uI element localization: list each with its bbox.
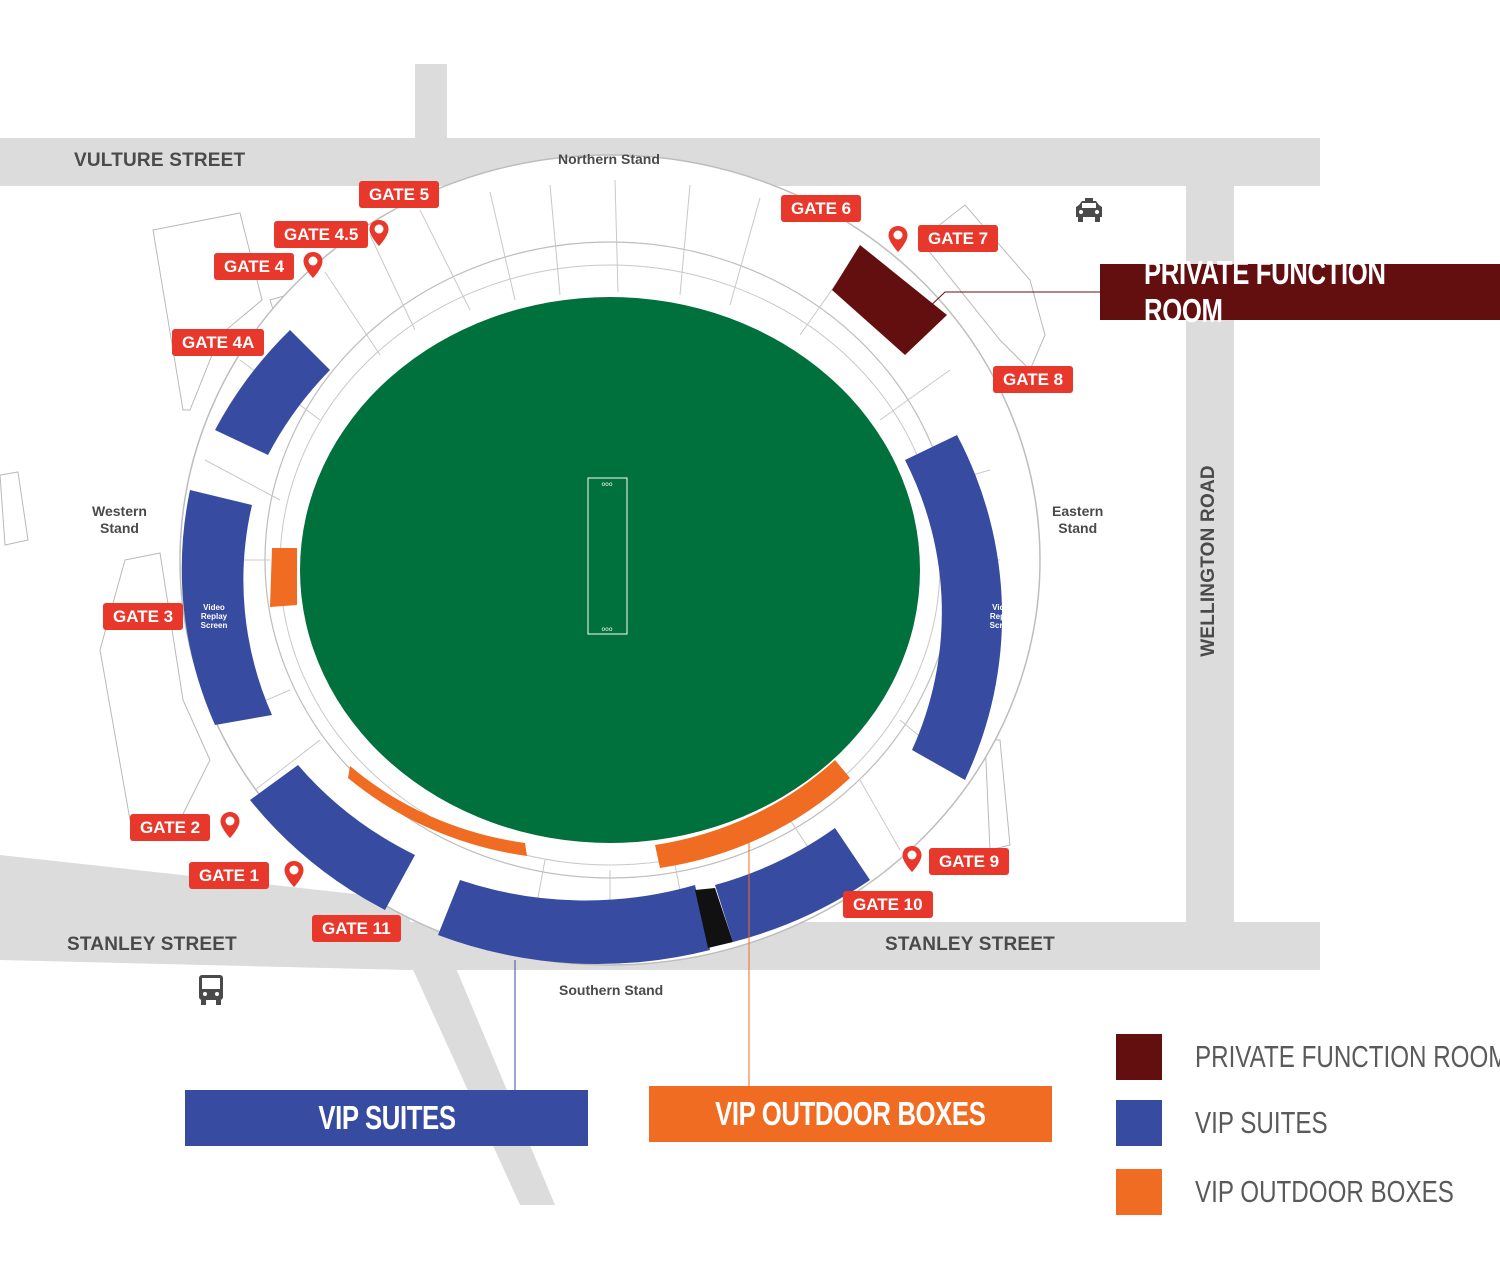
map-pin-icon — [888, 226, 908, 252]
legend-item-private-function-room: PRIVATE FUNCTION ROOM — [1116, 1034, 1500, 1080]
street-label-stanley-east: STANLEY STREET — [885, 934, 1055, 955]
gate-4a-label[interactable]: GATE 4A — [172, 329, 265, 356]
north-side-road — [415, 64, 447, 144]
map-pin-icon — [902, 846, 922, 872]
gate-4-label[interactable]: GATE 4 — [214, 253, 295, 280]
vip-suite-east — [905, 435, 1003, 780]
callout-vip-outdoor-boxes-text: VIP OUTDOOR BOXES — [715, 1095, 986, 1132]
gate-6-label[interactable]: GATE 6 — [781, 195, 862, 222]
vip-outdoor-boxes-areas — [270, 548, 850, 868]
legend-item-vip-outdoor-boxes: VIP OUTDOOR BOXES — [1116, 1169, 1500, 1215]
gate-7-label[interactable]: GATE 7 — [918, 225, 999, 252]
map-pin-icon — [303, 252, 323, 278]
callout-leaders — [514, 291, 1100, 1090]
vip-suite-sw — [250, 765, 415, 910]
video-replay-screen-west: Video Replay Screen — [200, 603, 228, 630]
stand-label-western: Western Stand — [92, 503, 147, 536]
outdoor-box-west — [270, 548, 297, 607]
outdoor-box-south-west — [348, 766, 527, 856]
vip-suite-south — [438, 880, 710, 965]
gate-8-label[interactable]: GATE 8 — [993, 366, 1074, 393]
south-black-segment — [695, 888, 733, 948]
street-label-vulture: VULTURE STREET — [74, 150, 246, 171]
legend-label: VIP SUITES — [1195, 1105, 1328, 1140]
svg-text:ooo: ooo — [601, 481, 612, 488]
vip-suite-nw — [215, 330, 330, 455]
gate-1-label[interactable]: GATE 1 — [189, 862, 270, 889]
map-pin-icon — [369, 220, 389, 246]
map-pin-icon — [284, 861, 304, 887]
callout-vip-outdoor-boxes: VIP OUTDOOR BOXES — [649, 1086, 1052, 1142]
private-function-room-area — [832, 245, 947, 355]
stand-label-eastern: Eastern Stand — [1052, 503, 1104, 536]
gate-9-label[interactable]: GATE 9 — [929, 848, 1010, 875]
street-label-wellington: WELLINGTON ROAD — [1197, 465, 1219, 657]
callout-private-function-room: PRIVATE FUNCTION ROOM — [1100, 254, 1500, 329]
gate-3-label[interactable]: GATE 3 — [103, 603, 184, 630]
legend-swatch-vip-suites — [1116, 1100, 1162, 1146]
outdoor-box-south-east — [655, 760, 850, 868]
bus-icon — [199, 975, 223, 1005]
legend-label: VIP OUTDOOR BOXES — [1195, 1174, 1454, 1209]
callout-vip-suites: VIP SUITES — [185, 1090, 588, 1146]
gate-2-label[interactable]: GATE 2 — [130, 814, 211, 841]
gate-10-label[interactable]: GATE 10 — [843, 891, 933, 918]
vip-suites-areas — [181, 330, 1003, 965]
stanley-street-road-west — [0, 855, 410, 970]
vip-suite-west — [181, 490, 272, 725]
legend-swatch-vip-outdoor-boxes — [1116, 1169, 1162, 1215]
taxi-icon — [1076, 198, 1102, 222]
gate-5-label[interactable]: GATE 5 — [359, 181, 440, 208]
video-replay-screen-east: Video Replay Screen — [989, 603, 1017, 630]
legend-swatch-private-function-room — [1116, 1034, 1162, 1080]
map-pin-icon — [220, 812, 240, 838]
callout-private-function-room-text: PRIVATE FUNCTION ROOM — [1144, 254, 1386, 329]
south-diagonal-road — [395, 930, 555, 1205]
stand-label-northern: Northern Stand — [558, 151, 660, 167]
gate-4-5-label[interactable]: GATE 4.5 — [274, 221, 369, 248]
legend-item-vip-suites: VIP SUITES — [1116, 1100, 1365, 1146]
playing-field — [300, 297, 920, 843]
gate-11-label[interactable]: GATE 11 — [312, 915, 401, 942]
svg-text:ooo: ooo — [601, 626, 612, 633]
callout-vip-suites-text: VIP SUITES — [317, 1099, 456, 1136]
legend-label: PRIVATE FUNCTION ROOM — [1195, 1039, 1500, 1074]
vip-suite-se — [715, 828, 870, 942]
street-label-stanley-west: STANLEY STREET — [67, 934, 237, 955]
stand-label-southern: Southern Stand — [559, 982, 664, 998]
cricket-pitch — [587, 477, 628, 635]
